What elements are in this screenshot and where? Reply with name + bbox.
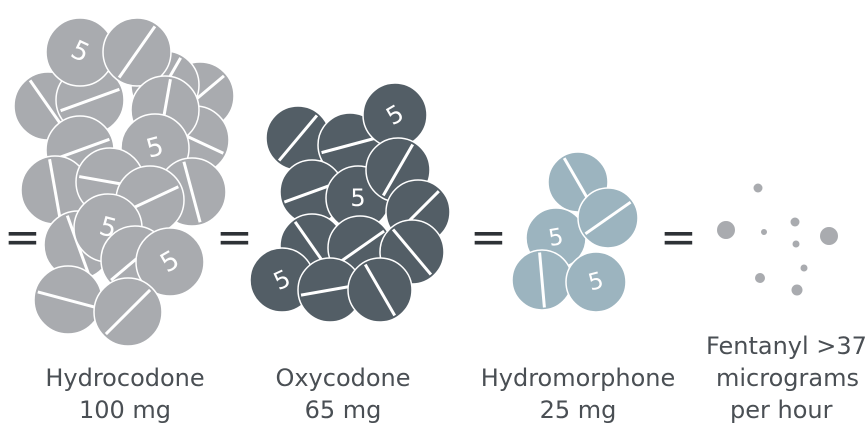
hydrocodone-label: Hydrocodone 100 mg xyxy=(40,362,210,426)
fentanyl-dot xyxy=(820,227,838,245)
svg-text:5: 5 xyxy=(547,224,566,252)
oxycodone-pill-pile: 555 xyxy=(249,82,451,323)
fentanyl-label: Fentanyl >37 micrograms per hour xyxy=(706,330,867,426)
hydrocodone-pill: 5 xyxy=(135,227,205,297)
oxycodone-pill xyxy=(347,257,413,323)
svg-text:5: 5 xyxy=(350,184,365,212)
hydromorphone-pill xyxy=(511,249,573,311)
equals-sign-3: = xyxy=(470,212,507,263)
svg-text:5: 5 xyxy=(586,268,607,297)
svg-text:5: 5 xyxy=(143,131,167,164)
hydrocodone-pill xyxy=(33,265,103,335)
hydrocodone-pill xyxy=(93,277,163,347)
fentanyl-dose-line2: per hour xyxy=(730,396,833,424)
fentanyl-dot xyxy=(792,240,800,248)
hydromorphone-pill-pile: 55 xyxy=(511,151,639,313)
fentanyl-dot xyxy=(800,264,808,272)
hydromorphone-pill xyxy=(577,187,639,249)
hydrocodone-dose: 100 mg xyxy=(78,396,172,424)
fentanyl-dot xyxy=(753,183,763,193)
hydromorphone-label: Hydromorphone 25 mg xyxy=(478,362,678,426)
fentanyl-dot xyxy=(791,284,803,296)
hydromorphone-dose: 25 mg xyxy=(539,396,617,424)
fentanyl-dot xyxy=(790,217,800,227)
equals-sign-4: = xyxy=(660,212,697,263)
equals-sign-2: = xyxy=(216,212,253,263)
oxycodone-name: Oxycodone xyxy=(275,364,411,392)
hydromorphone-name: Hydromorphone xyxy=(480,364,676,392)
oxycodone-pill: 5 xyxy=(362,82,428,148)
oxycodone-dose: 65 mg xyxy=(304,396,382,424)
hydromorphone-pill: 5 xyxy=(565,251,627,313)
fentanyl-dose-line1: micrograms xyxy=(716,364,859,392)
fentanyl-name: Fentanyl >37 xyxy=(706,332,867,360)
fentanyl-dot xyxy=(717,221,735,239)
fentanyl-dot xyxy=(755,273,765,283)
fentanyl-dots xyxy=(717,183,838,296)
oxycodone-label: Oxycodone 65 mg xyxy=(268,362,418,426)
hydrocodone-pill xyxy=(102,17,172,87)
fentanyl-dot xyxy=(761,229,767,235)
equals-sign-1: = xyxy=(4,212,41,263)
hydrocodone-name: Hydrocodone xyxy=(45,364,205,392)
